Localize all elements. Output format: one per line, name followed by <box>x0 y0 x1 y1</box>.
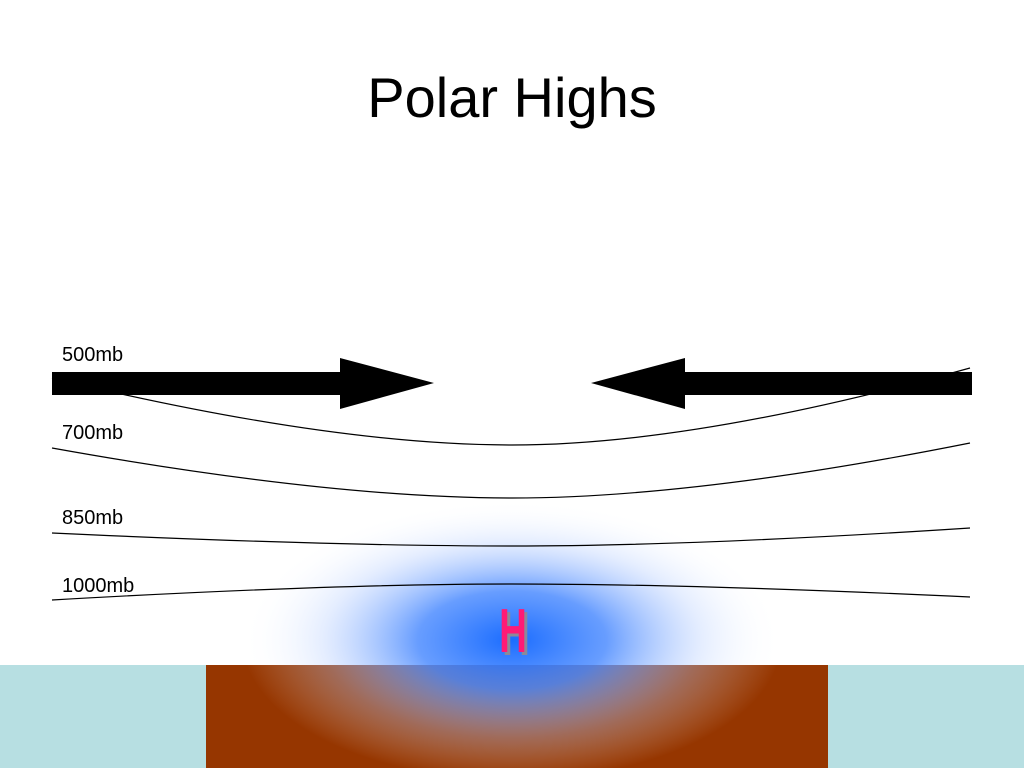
isobar-850mb <box>51 527 971 547</box>
arrow-right-icon <box>52 358 434 409</box>
slide-title: Polar Highs <box>367 66 657 129</box>
isobar-1000mb <box>51 583 971 601</box>
isobar-700mb <box>51 442 971 499</box>
label-1000mb: 1000mb <box>62 575 134 597</box>
high-pressure-glow <box>242 500 782 768</box>
ocean-left <box>0 665 206 768</box>
label-500mb: 500mb <box>62 344 123 366</box>
label-850mb: 850mb <box>62 507 123 529</box>
high-pressure-h-shadow: H <box>502 599 530 669</box>
arrow-left-icon <box>591 358 972 409</box>
ocean-right <box>828 665 1024 768</box>
high-pressure-h: H <box>499 596 527 666</box>
label-700mb: 700mb <box>62 422 123 444</box>
isobar-500mb <box>51 367 971 446</box>
